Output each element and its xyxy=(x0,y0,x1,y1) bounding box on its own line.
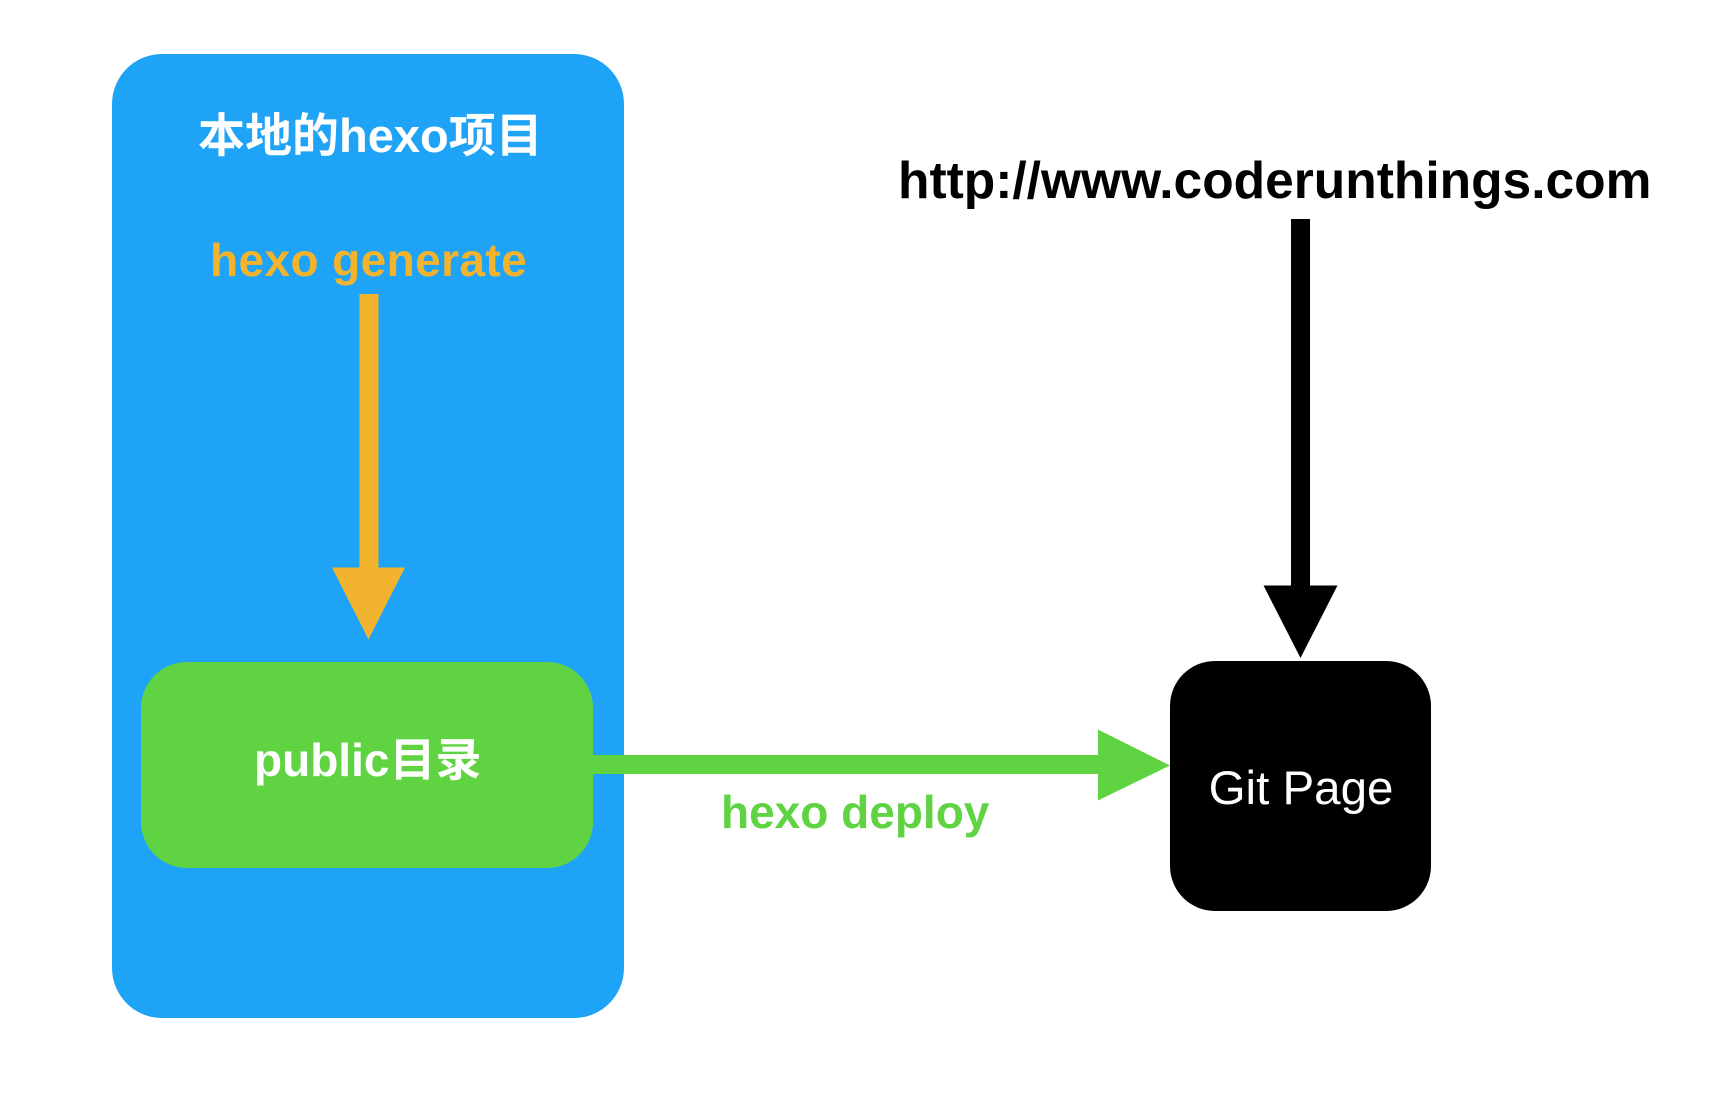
svg-text:hexo deploy: hexo deploy xyxy=(721,786,990,838)
svg-text:public: public xyxy=(254,734,389,786)
svg-text:http://www.coderunthings.com: http://www.coderunthings.com xyxy=(898,151,1651,209)
svg-text:hexo generate: hexo generate xyxy=(210,234,527,286)
svg-text:hexo: hexo xyxy=(339,109,449,162)
svg-text:Git Page: Git Page xyxy=(1209,762,1394,815)
